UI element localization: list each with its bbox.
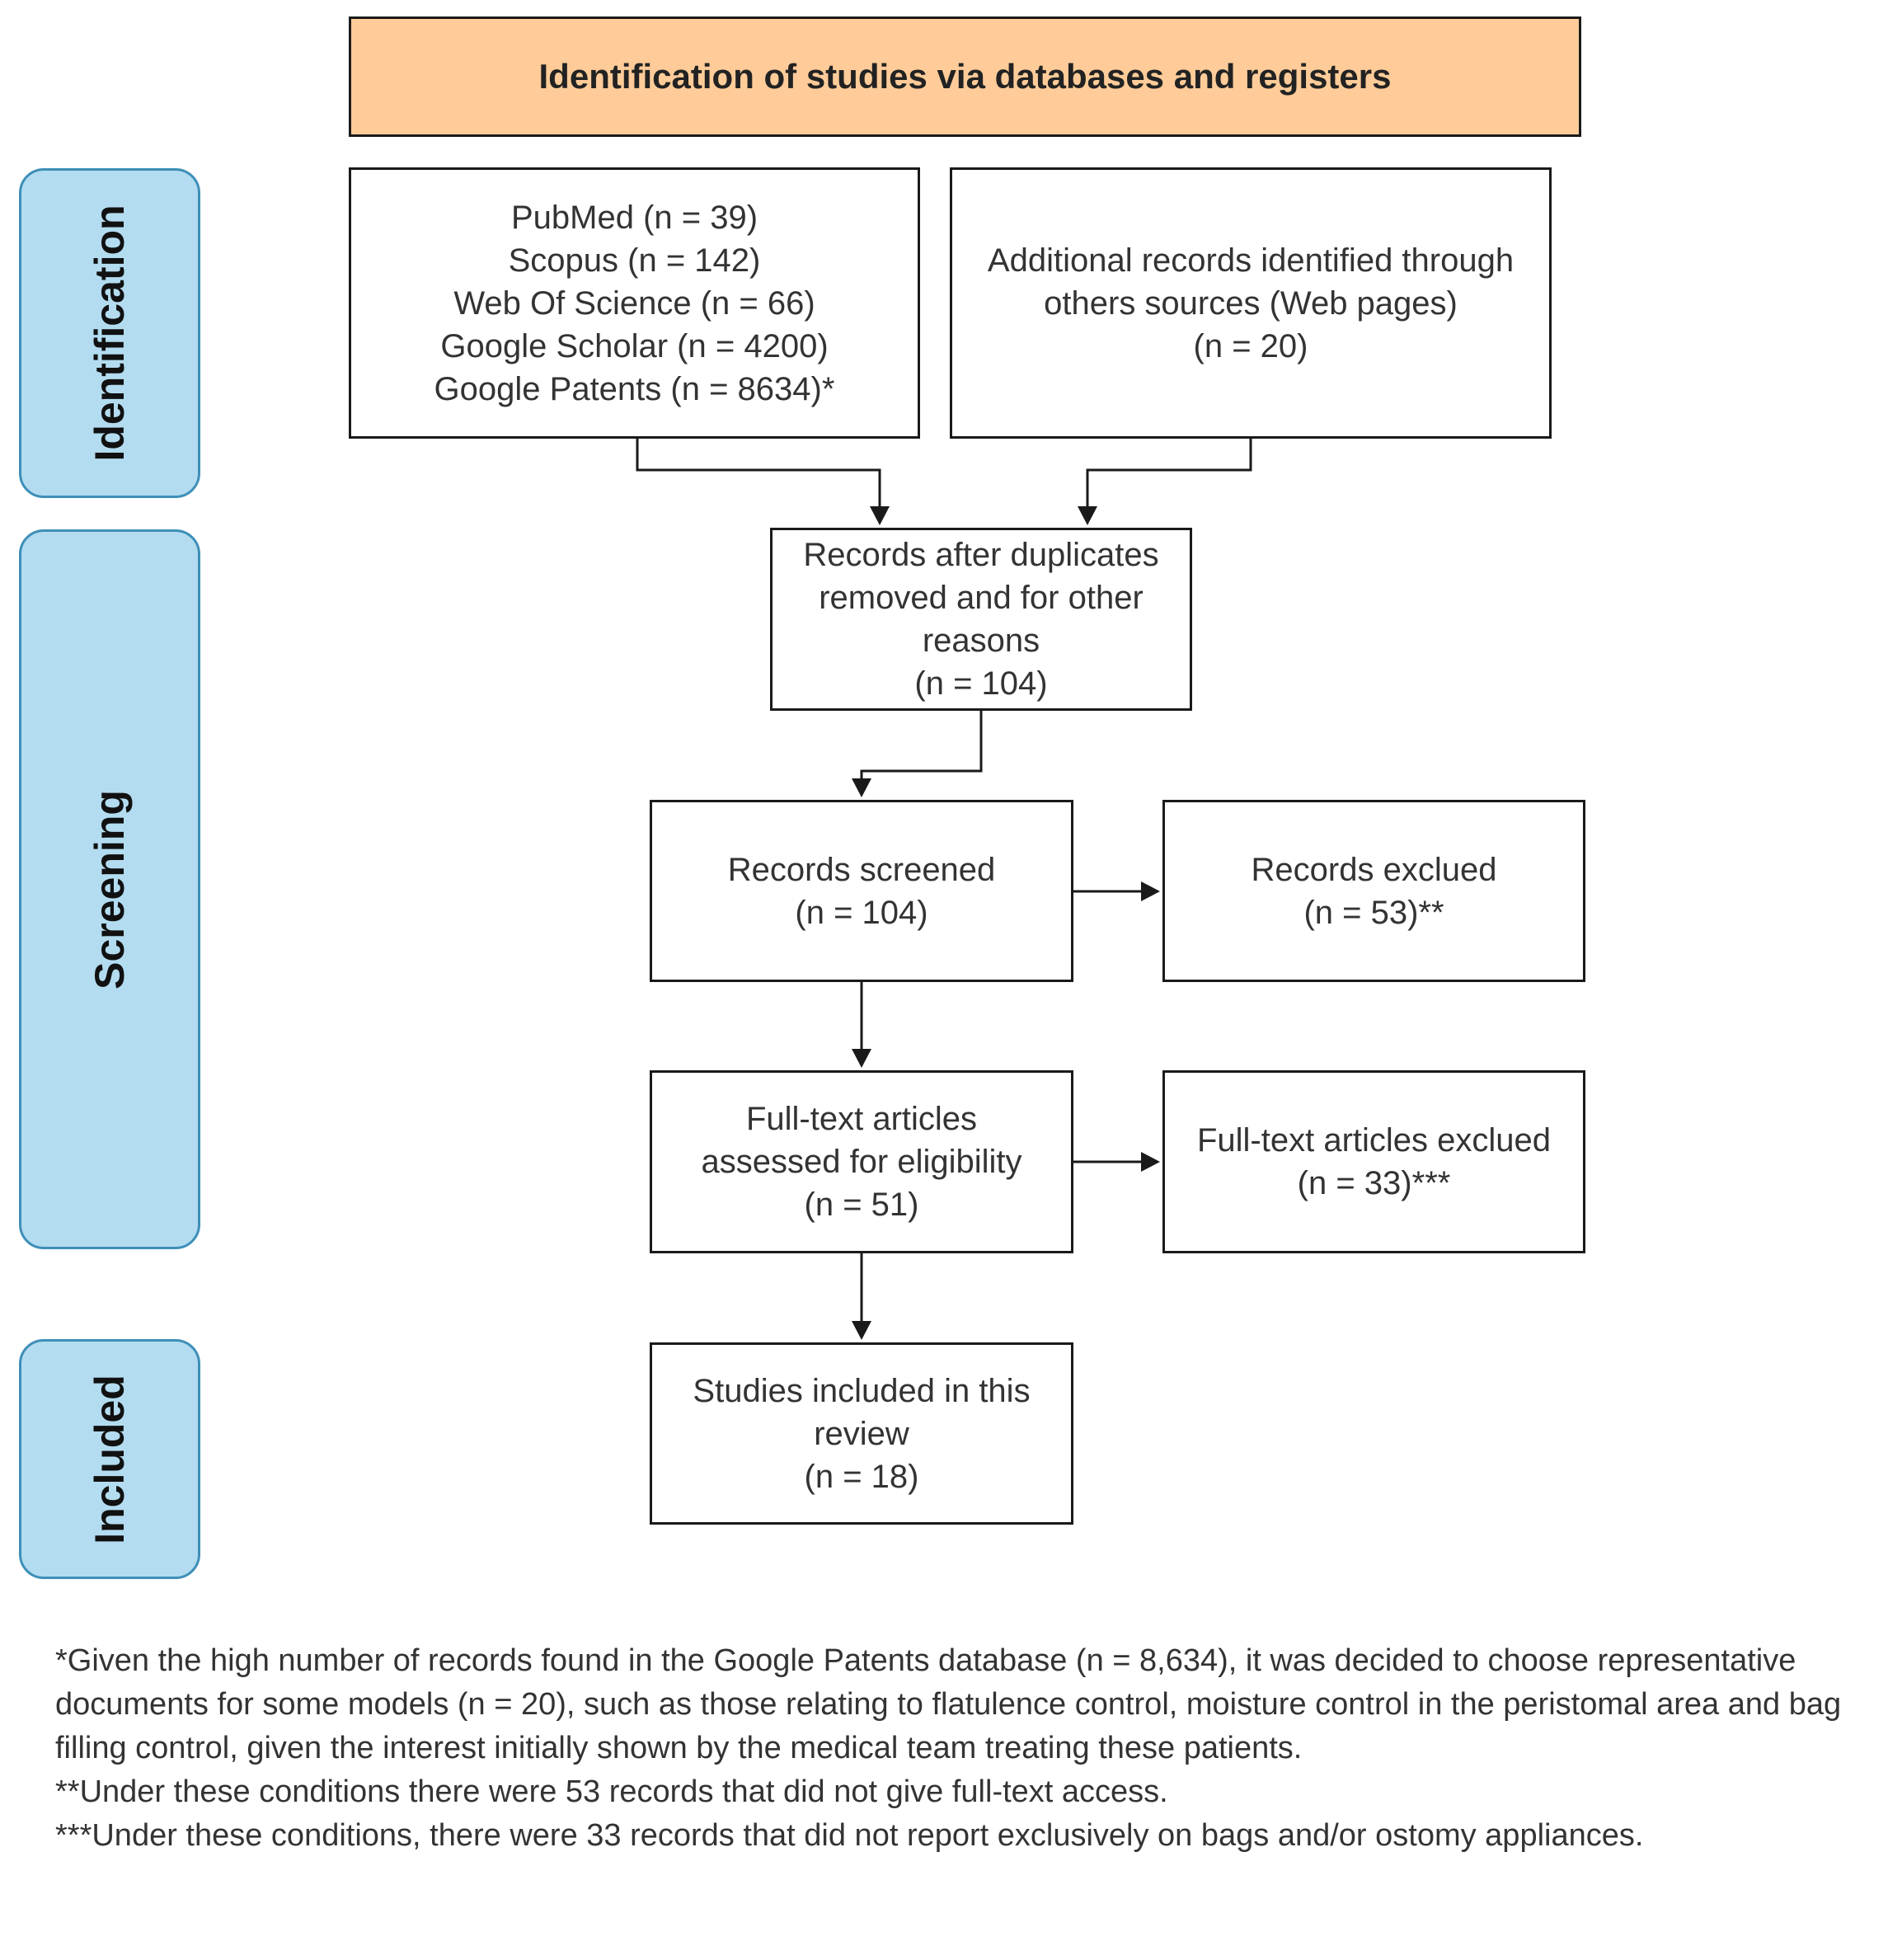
included-line: (n = 18): [804, 1458, 919, 1495]
arrow-additional-to-deduplicated: [1086, 439, 1252, 511]
stage-screening: Screening: [19, 529, 200, 1249]
additional-line: (n = 20): [1193, 327, 1308, 364]
stage-included: Included: [19, 1339, 200, 1579]
excluded-line: (n = 53)**: [1303, 894, 1444, 931]
arrowhead-icon: [870, 506, 890, 525]
footnote-3: ***Under these conditions, there were 33…: [55, 1818, 1644, 1853]
additional-line: Additional records identified through: [987, 242, 1515, 279]
arrowhead-icon: [1078, 506, 1097, 525]
records-excluded-box: Records exclued (n = 53)**: [1162, 800, 1585, 982]
fulltext-assessed-box: Full-text articles assessed for eligibil…: [650, 1070, 1073, 1253]
databases-line: Scopus (n = 142): [508, 242, 761, 279]
databases-line: Google Scholar (n = 4200): [440, 327, 829, 364]
included-line: Studies included in this: [693, 1372, 1031, 1409]
arrowhead-icon: [1141, 1152, 1160, 1172]
arrow-databases-to-deduplicated: [636, 439, 881, 511]
additional-line: others sources (Web pages): [1044, 284, 1458, 322]
screened-line: (n = 104): [795, 894, 928, 931]
arrowhead-icon: [852, 1049, 871, 1068]
screened-line: Records screened: [727, 851, 996, 888]
fulltext-excluded-box: Full-text articles exclued (n = 33)***: [1162, 1070, 1585, 1253]
footnotes: *Given the high number of records found …: [55, 1639, 1894, 1858]
header-title: Identification of studies via databases …: [538, 57, 1392, 96]
fulltext-excluded-line: (n = 33)***: [1297, 1165, 1451, 1201]
deduplicated-line: reasons: [922, 623, 1040, 659]
databases-line: Google Patents (n = 8634)*: [434, 370, 835, 407]
arrowhead-icon: [1141, 881, 1160, 901]
databases-line: Web Of Science (n = 66): [453, 284, 815, 322]
stage-identification: Identification: [19, 168, 200, 498]
arrow-deduplicated-to-screened: [860, 711, 983, 783]
additional-records-box: Additional records identified through ot…: [950, 167, 1552, 439]
records-screened-box: Records screened (n = 104): [650, 800, 1073, 982]
header-box: Identification of studies via databases …: [349, 16, 1581, 137]
fulltext-line: (n = 51): [804, 1187, 919, 1223]
fulltext-excluded-line: Full-text articles exclued: [1196, 1122, 1552, 1159]
databases-box: PubMed (n = 39) Scopus (n = 142) Web Of …: [349, 167, 920, 439]
studies-included-box: Studies included in this review (n = 18): [650, 1342, 1073, 1525]
deduplicated-box: Records after duplicates removed and for…: [770, 528, 1192, 711]
footnote-2: **Under these conditions there were 53 r…: [55, 1774, 1168, 1809]
excluded-line: Records exclued: [1251, 851, 1497, 888]
fulltext-line: Full-text articles: [745, 1101, 978, 1137]
included-line: review: [814, 1415, 909, 1452]
deduplicated-line: Records after duplicates: [803, 537, 1159, 573]
deduplicated-line: removed and for other: [819, 580, 1144, 616]
databases-line: PubMed (n = 39): [510, 199, 758, 236]
fulltext-line: assessed for eligibility: [701, 1144, 1022, 1180]
arrowhead-icon: [852, 1321, 871, 1340]
deduplicated-line: (n = 104): [914, 665, 1048, 702]
arrowhead-icon: [852, 778, 871, 797]
footnote-1: *Given the high number of records found …: [55, 1643, 1842, 1765]
